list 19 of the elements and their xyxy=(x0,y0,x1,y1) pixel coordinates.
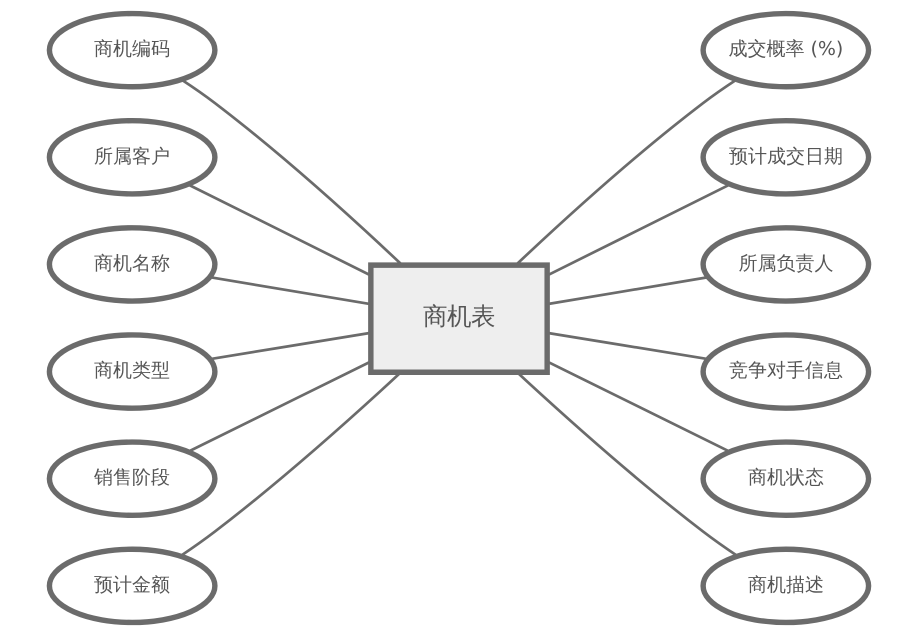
node-ellipse: 商机描述 xyxy=(700,546,871,626)
node-ellipse: 预计成交日期 xyxy=(700,118,871,197)
connector xyxy=(187,360,370,453)
connector xyxy=(187,183,370,276)
node-ellipse: 商机编码 xyxy=(46,10,218,90)
connector xyxy=(209,276,370,306)
node-ellipse: 商机状态 xyxy=(700,439,871,518)
node-ellipse: 销售阶段 xyxy=(46,439,218,518)
node-ellipse: 商机名称 xyxy=(46,225,218,304)
connector xyxy=(546,332,708,360)
node-ellipse: 所属负责人 xyxy=(700,225,871,304)
node-ellipse: 成交概率 (%) xyxy=(700,10,871,90)
node-ellipse: 商机类型 xyxy=(46,332,218,411)
node-box: 商机表 xyxy=(368,262,550,375)
connector xyxy=(210,332,370,360)
node-ellipse: 预计金额 xyxy=(46,546,218,626)
connector xyxy=(546,276,708,306)
node-ellipse: 竞争对手信息 xyxy=(700,332,871,411)
node-ellipse: 所属客户 xyxy=(46,118,218,197)
